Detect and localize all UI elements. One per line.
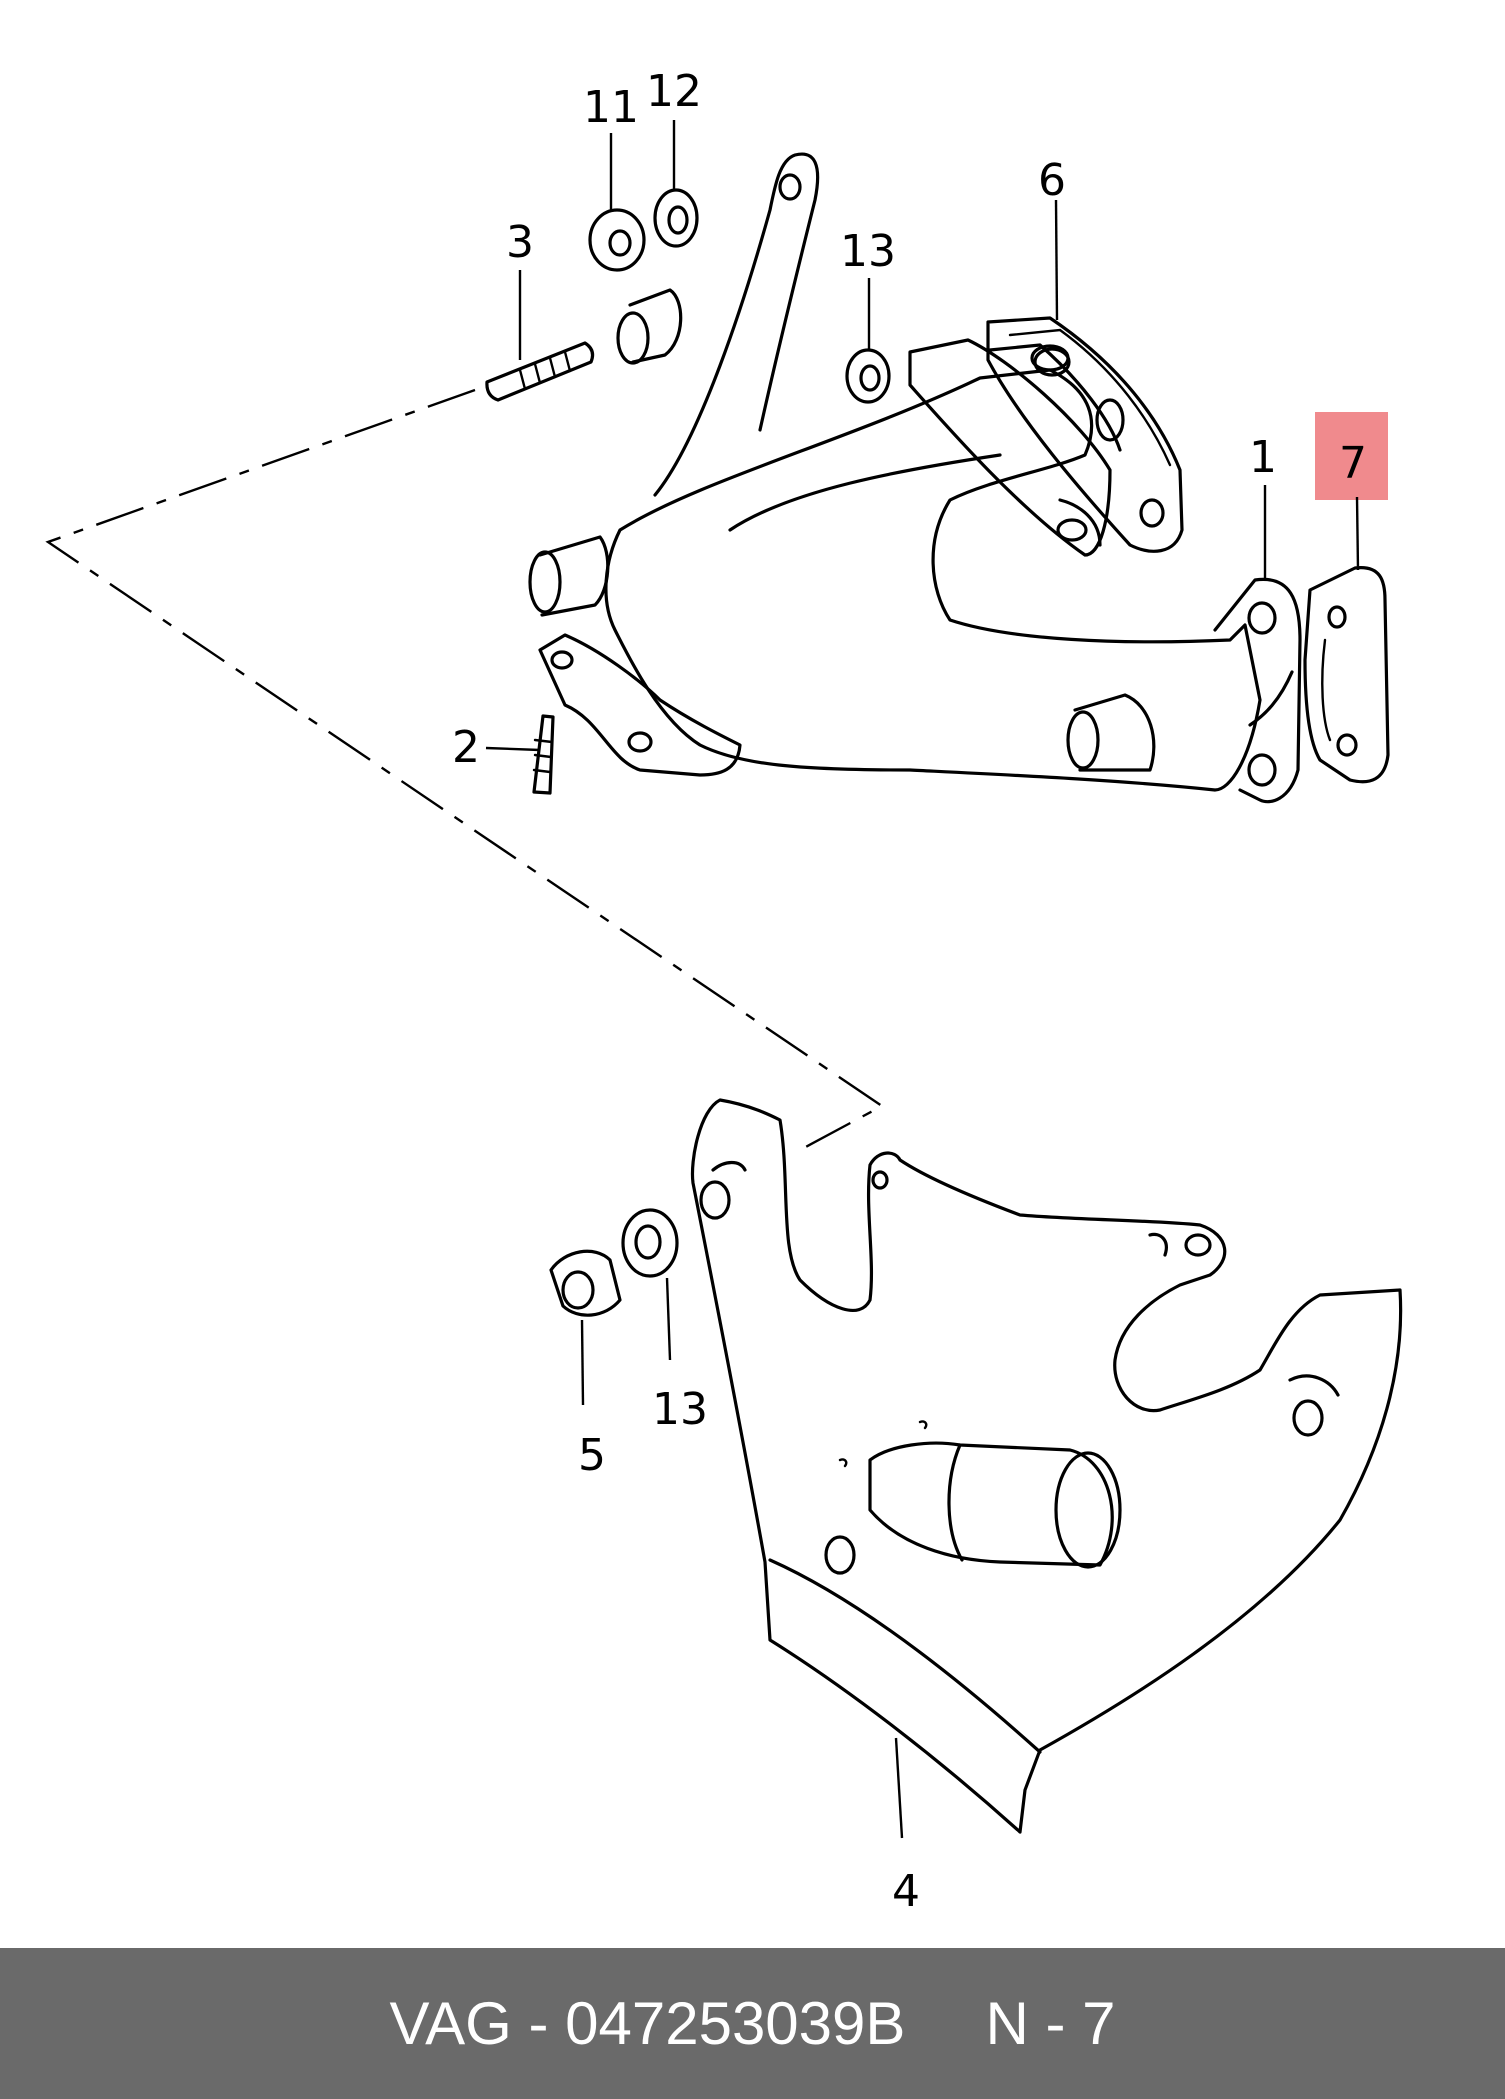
callout-6: 6 (1038, 155, 1066, 206)
callout-7: 7 (1339, 438, 1367, 489)
callout-4: 4 (892, 1866, 920, 1917)
callout-3: 3 (506, 217, 534, 268)
diagram-reference: N - 7 (985, 1990, 1116, 2057)
gasket-6 (986, 316, 1184, 553)
washer-13-upper (845, 348, 891, 404)
callout-13-upper: 13 (840, 226, 896, 277)
nut-11 (588, 208, 646, 272)
part-number: VAG - 047253039B (389, 1990, 906, 2057)
exhaust-manifold-1 (528, 152, 1302, 804)
callout-1: 1 (1249, 432, 1277, 483)
heat-shield-4 (690, 1098, 1403, 1834)
callout-13-lower: 13 (652, 1384, 708, 1435)
callout-2: 2 (452, 722, 480, 773)
stud-2 (532, 714, 555, 795)
leader-lines (485, 120, 1360, 1839)
highlight-marker (1315, 412, 1388, 500)
stud-3 (485, 341, 595, 402)
washer-13-lower (621, 1208, 679, 1278)
nut-5 (549, 1249, 622, 1317)
callout-12: 12 (646, 66, 702, 117)
washer-12 (653, 188, 699, 248)
gasket-7 (1303, 566, 1390, 784)
callout-5: 5 (578, 1430, 606, 1481)
assembly-guide-line (45, 388, 885, 1152)
callout-11: 11 (583, 82, 639, 133)
exploded-parts-diagram: 11 12 3 13 6 1 7 2 5 13 4 (45, 66, 1403, 1917)
part-info-footer: VAG - 047253039B N - 7 (0, 1948, 1505, 2099)
